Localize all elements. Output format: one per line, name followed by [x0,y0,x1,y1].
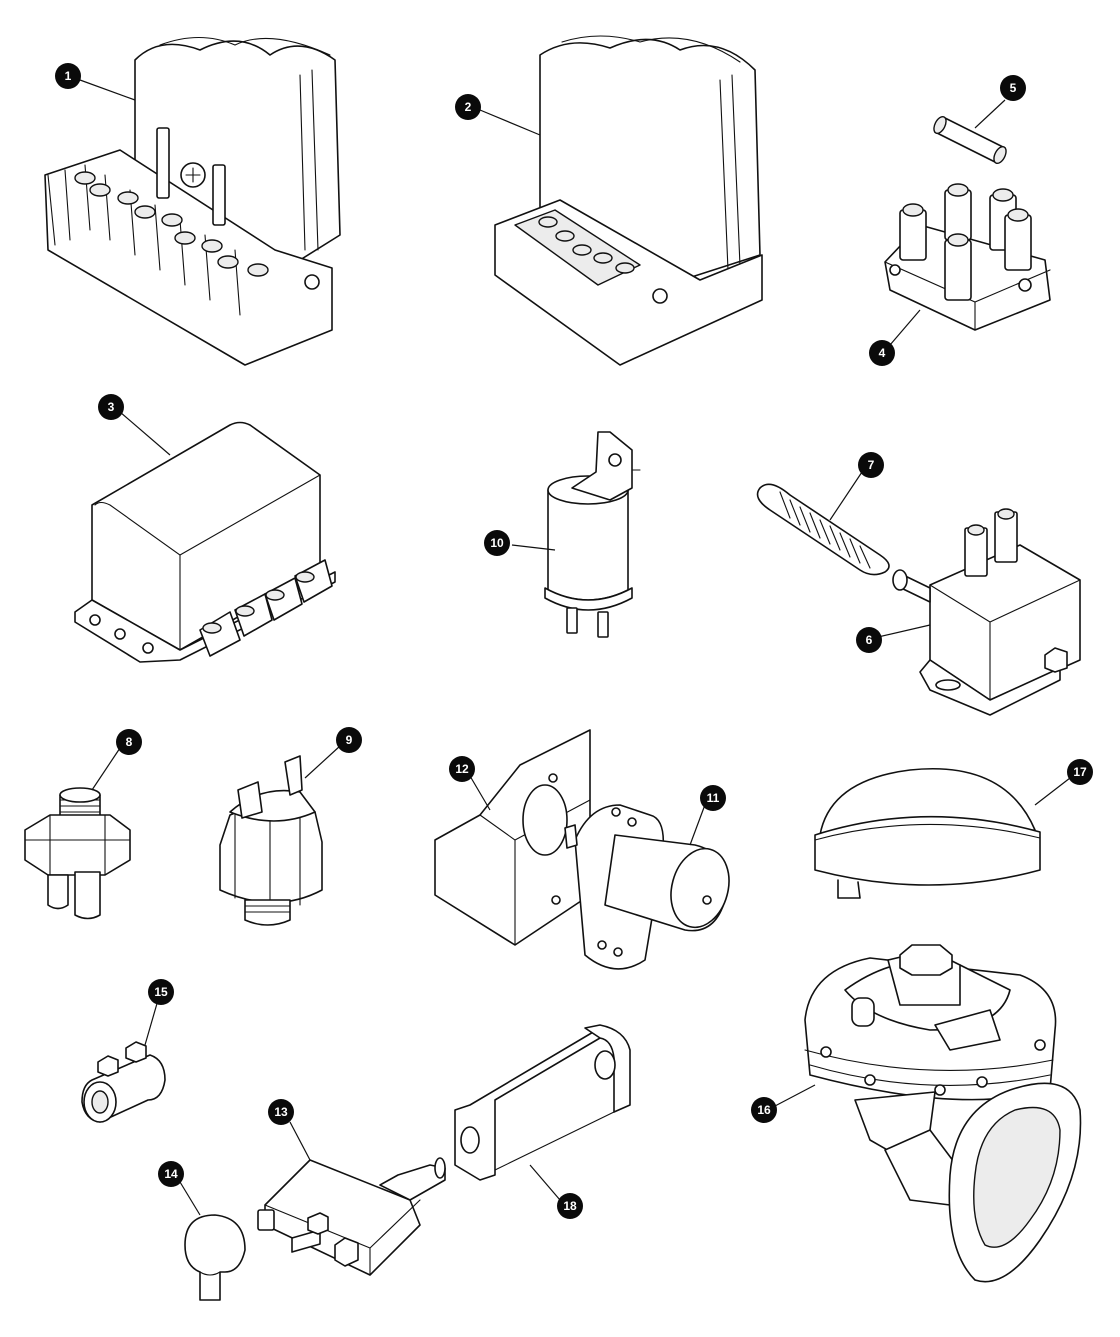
callout-1: 1 [55,63,81,89]
callout-10: 10 [484,530,510,556]
callout-18: 18 [557,1193,583,1219]
part-4-fuse-block [884,183,1051,331]
part-1-control-box [44,37,341,366]
part-11-cylinder [564,804,730,970]
part-15-connector [81,1041,166,1123]
part-10-flasher [544,431,641,638]
callout-7-label: 7 [868,458,875,472]
callout-8: 8 [116,729,142,755]
part-3-regulator [74,421,336,663]
callout-5: 5 [1000,75,1026,101]
callout-17: 17 [1067,759,1093,785]
part-5-fuse [933,115,1007,165]
callout-3-label: 3 [108,400,115,414]
callout-17-label: 17 [1073,765,1087,779]
part-12-bracket [434,729,591,946]
callout-13-label: 13 [274,1105,288,1119]
callout-6: 6 [856,627,882,653]
callout-16-label: 16 [757,1103,771,1117]
callout-3: 3 [98,394,124,420]
callout-9: 9 [336,727,362,753]
part-7-spring [756,483,890,576]
callout-9-label: 9 [346,733,353,747]
callout-7: 7 [858,452,884,478]
callout-11-label: 11 [707,791,720,805]
callout-12: 12 [449,756,475,782]
callout-11: 11 [700,785,726,811]
callout-18-label: 18 [563,1199,577,1213]
callout-5-label: 5 [1010,81,1017,95]
callout-15-label: 15 [154,985,168,999]
callout-8-label: 8 [126,735,133,749]
callout-12-label: 12 [455,762,469,776]
part-2-control-box [494,35,763,366]
callout-13: 13 [268,1099,294,1125]
callout-4: 4 [869,340,895,366]
part-6-relay [892,508,1081,716]
callout-1-label: 1 [65,69,72,83]
part-18-bracket [454,1024,631,1181]
part-9-pressure-switch [219,755,323,926]
callout-16: 16 [751,1097,777,1123]
part-16-horn [804,944,1082,1283]
callout-14-label: 14 [164,1167,178,1181]
part-14-cap [184,1214,246,1301]
callout-14: 14 [158,1161,184,1187]
part-17-cover [814,768,1041,899]
callout-2-label: 2 [465,100,472,114]
callout-15: 15 [148,979,174,1005]
leader-lines [79,79,1071,1216]
callout-2: 2 [455,94,481,120]
part-8-switch [24,787,131,920]
callout-10-label: 10 [490,536,504,550]
callout-4-label: 4 [879,346,886,360]
part-13-push-switch [257,1157,446,1276]
callout-6-label: 6 [866,633,873,647]
